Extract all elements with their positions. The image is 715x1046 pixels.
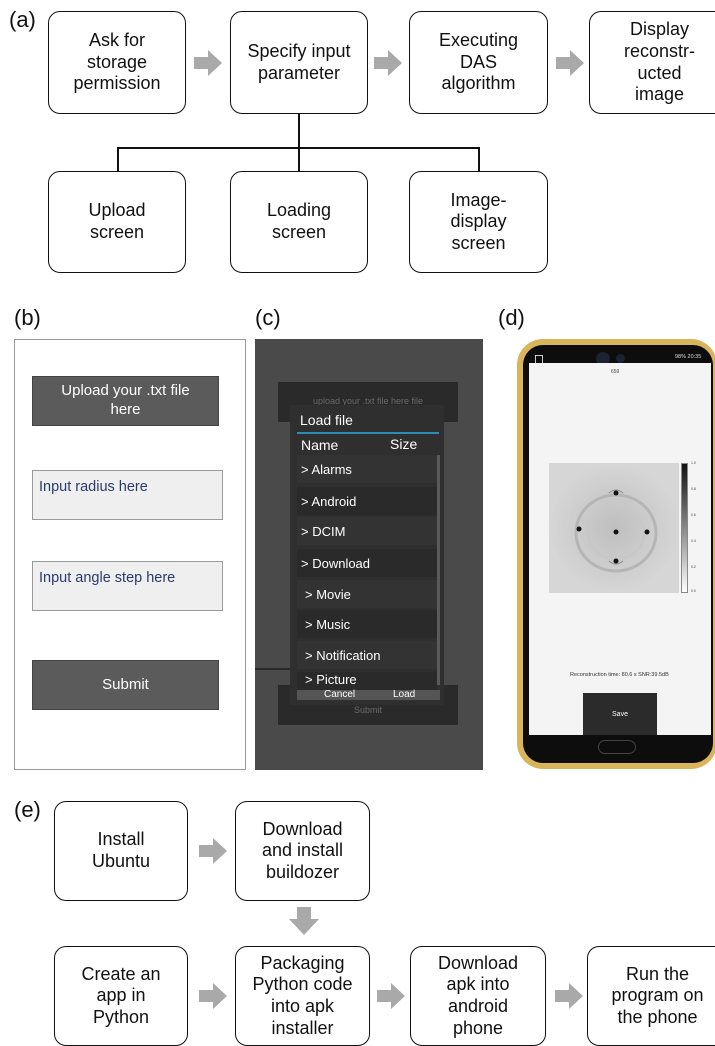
panel-label-d: (d) bbox=[498, 305, 525, 330]
colorbar-tick: 0.6 bbox=[691, 513, 696, 517]
home-button[interactable] bbox=[598, 740, 636, 754]
step-display-image: Display reconstr- ucted image bbox=[589, 11, 715, 114]
arrow-right-icon bbox=[556, 50, 584, 76]
folder-item-movie[interactable]: > Movie bbox=[297, 580, 437, 608]
connector-line bbox=[298, 147, 300, 171]
dialog-scrollbar[interactable] bbox=[437, 455, 440, 685]
folder-item-android[interactable]: > Android bbox=[297, 487, 437, 515]
reconstruction-info: Reconstruction time: 80.6 s SNR:39.5dB bbox=[570, 672, 669, 678]
arrow-right-icon bbox=[199, 983, 227, 1009]
step-install-buildozer: Download and install buildozer bbox=[235, 801, 370, 901]
panel-label-e: (e) bbox=[14, 797, 41, 822]
upload-file-button[interactable]: Upload your .txt file here bbox=[32, 376, 219, 426]
step-storage-permission: Ask for storage permission bbox=[48, 11, 186, 114]
folder-item-dcim[interactable]: > DCIM bbox=[297, 517, 437, 545]
load-button[interactable]: Load bbox=[393, 689, 416, 700]
submit-button[interactable]: Submit bbox=[32, 660, 219, 710]
folder-item-alarms[interactable]: > Alarms bbox=[297, 455, 437, 483]
save-button[interactable]: Save bbox=[583, 693, 657, 735]
sensor-icon bbox=[616, 354, 625, 363]
connector-line bbox=[298, 114, 300, 148]
colorbar-tick: 1.0 bbox=[691, 461, 696, 465]
cancel-button[interactable]: Cancel bbox=[324, 689, 356, 700]
arrow-down-icon bbox=[289, 907, 319, 935]
folder-item-download[interactable]: > Download bbox=[297, 549, 437, 577]
camera-icon bbox=[596, 352, 610, 366]
arrow-right-icon bbox=[377, 983, 405, 1009]
colorbar-tick: 0.2 bbox=[691, 565, 696, 569]
dialog-title-underline bbox=[297, 432, 439, 434]
loading-screen-box: Loading screen bbox=[230, 171, 368, 273]
column-size: Size bbox=[390, 436, 418, 452]
dialog-title: Load file bbox=[300, 412, 353, 428]
dialog-button-bar bbox=[297, 690, 440, 700]
shadow-line bbox=[255, 668, 297, 670]
background-submit-text: Submit bbox=[353, 705, 382, 715]
upload-screen-box: Upload screen bbox=[48, 171, 186, 273]
step-specify-input: Specify input parameter bbox=[230, 11, 368, 114]
image-caption: 659 bbox=[611, 369, 620, 375]
step-create-app: Create an app in Python bbox=[54, 946, 188, 1046]
connector-line bbox=[117, 147, 119, 171]
background-upload-text: upload your .txt file here file bbox=[312, 396, 424, 406]
folder-item-music[interactable]: > Music bbox=[297, 610, 437, 638]
step-run-program: Run the program on the phone bbox=[587, 946, 715, 1046]
panel-label-b: (b) bbox=[14, 305, 41, 330]
arrow-right-icon bbox=[199, 838, 227, 864]
step-install-ubuntu: Install Ubuntu bbox=[54, 801, 188, 901]
step-packaging-apk: Packaging Python code into apk installer bbox=[235, 946, 370, 1046]
image-display-screen-box: Image- display screen bbox=[409, 171, 548, 273]
panel-label-a: (a) bbox=[9, 7, 36, 32]
connector-line bbox=[478, 147, 480, 171]
angle-step-input[interactable]: Input angle step here bbox=[32, 561, 223, 611]
colorbar bbox=[681, 463, 688, 593]
colorbar-tick: 0.0 bbox=[691, 589, 696, 593]
arrow-right-icon bbox=[194, 50, 222, 76]
folder-item-picture[interactable]: > Picture bbox=[297, 672, 437, 690]
colorbar-tick: 0.8 bbox=[691, 487, 696, 491]
step-download-apk: Download apk into android phone bbox=[410, 946, 546, 1046]
colorbar-tick: 0.4 bbox=[691, 539, 696, 543]
status-bar-right: 98% 20:35 bbox=[675, 354, 702, 360]
arrow-right-icon bbox=[555, 983, 583, 1009]
column-name: Name bbox=[301, 437, 339, 453]
radius-input[interactable]: Input radius here bbox=[32, 470, 223, 520]
arrow-right-icon bbox=[374, 50, 402, 76]
folder-item-notification[interactable]: > Notification bbox=[297, 641, 437, 669]
reconstructed-image bbox=[549, 463, 679, 593]
panel-label-c: (c) bbox=[255, 305, 281, 330]
step-executing-das: Executing DAS algorithm bbox=[409, 11, 548, 114]
